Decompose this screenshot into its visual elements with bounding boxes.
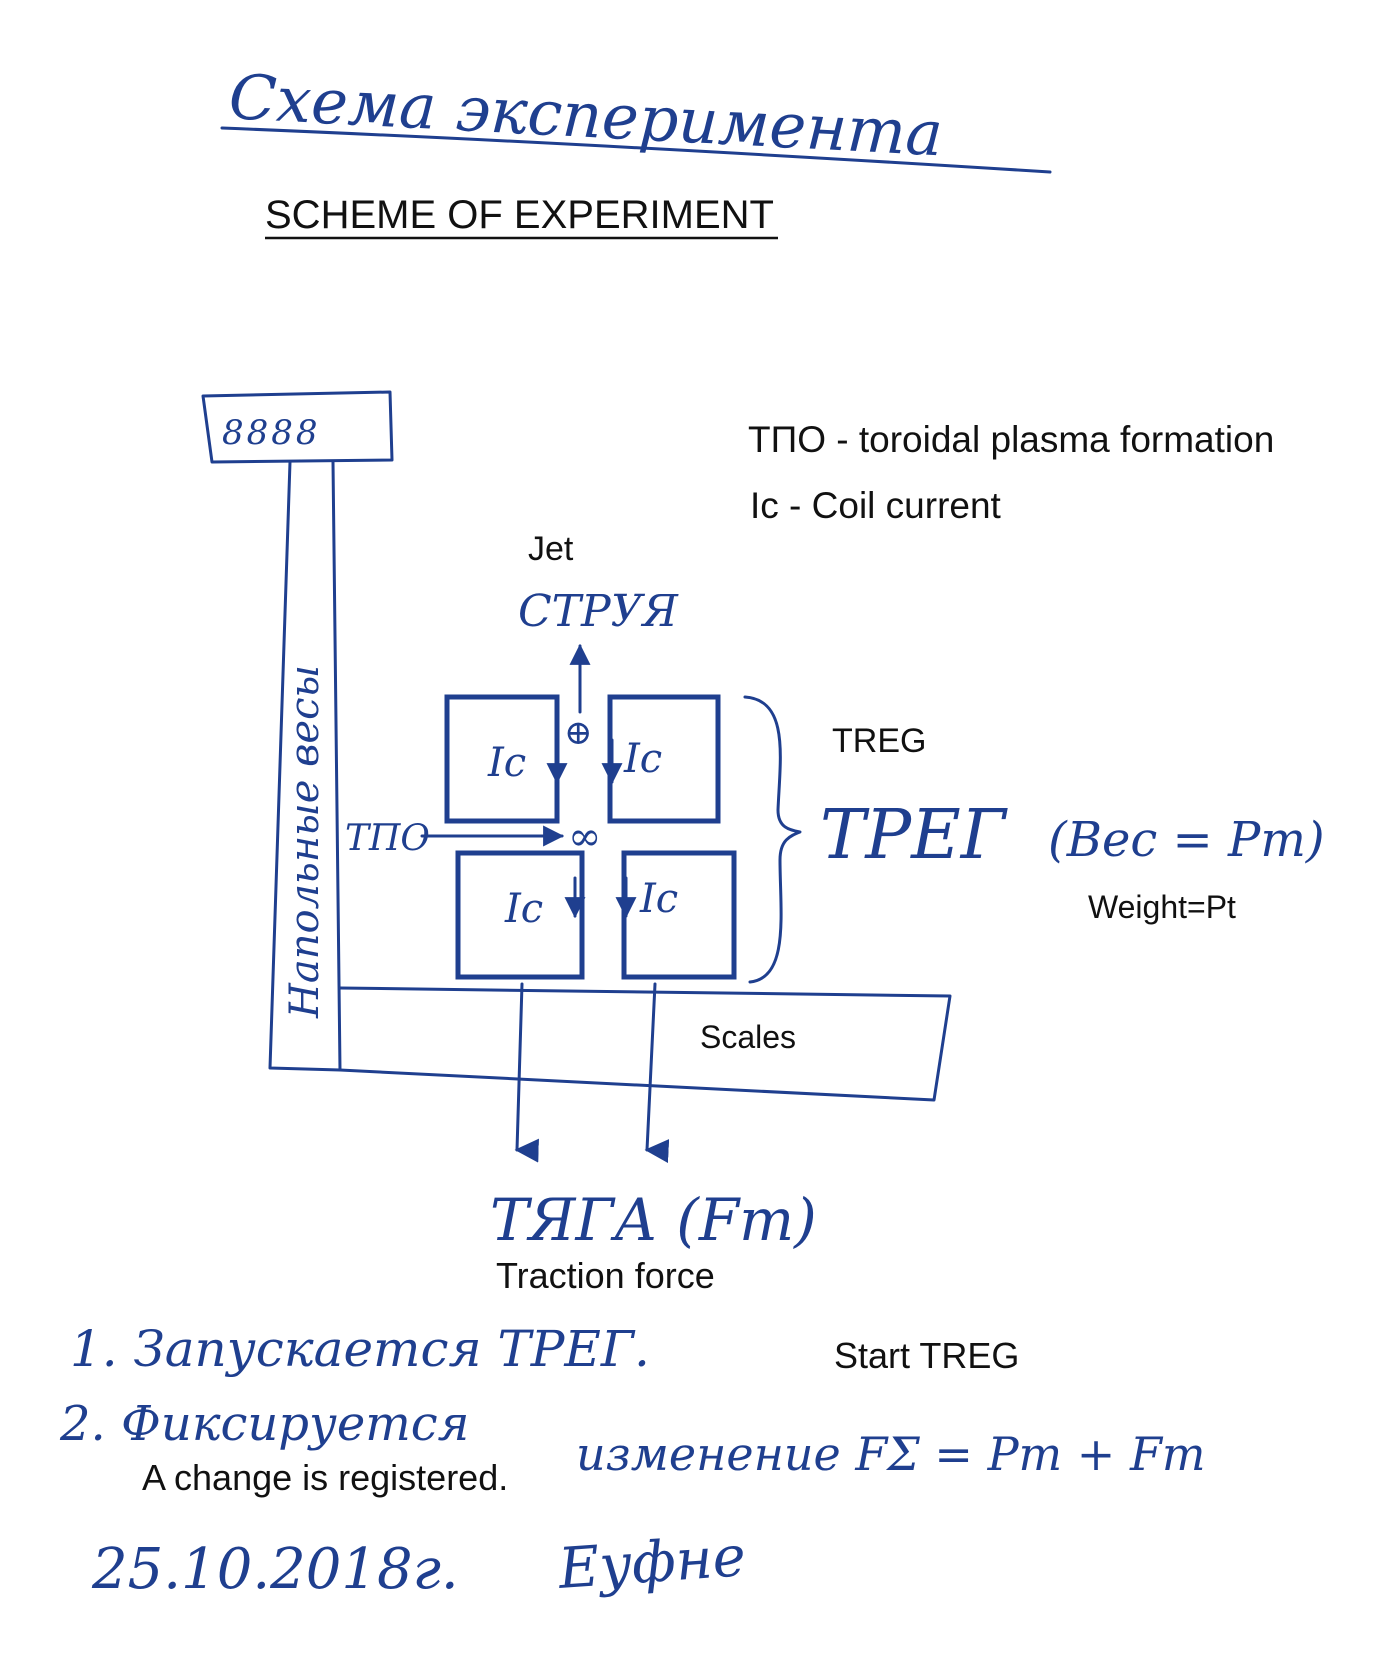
weight-label-english: Weight=Pt xyxy=(1088,889,1236,925)
thrust-label-russian: ТЯГА (Fт) xyxy=(490,1186,817,1254)
step-2-russian-b: изменение FΣ = Рт + Fт xyxy=(576,1427,1206,1481)
step-2-russian-a: 2. Фиксируется xyxy=(59,1396,469,1452)
coil-current-label: Ic xyxy=(504,886,543,932)
date: 25.10.2018г. xyxy=(91,1537,459,1602)
scale-column xyxy=(268,460,342,1072)
step-1-english: Start TREG xyxy=(834,1335,1019,1376)
tpo-label: ТПО xyxy=(345,818,430,859)
coil-top-right xyxy=(607,694,721,824)
signature: Еуфне xyxy=(555,1524,747,1602)
weight-formula: (Вес = Рт) xyxy=(1048,812,1325,868)
traction-arrow-right xyxy=(644,982,670,1164)
step-1-russian: 1. Запускается ТРЕГ. xyxy=(70,1320,650,1378)
plus-symbol: ⊕ xyxy=(564,713,593,753)
title-russian: Схема эксперимента xyxy=(227,60,944,170)
coil-current-label: Ic xyxy=(487,740,526,786)
coil-current-label: Ic xyxy=(639,876,678,922)
title-english: SCHEME OF EXPERIMENT xyxy=(265,193,774,237)
scale-column-label: Напольные весы xyxy=(282,665,328,1019)
infinity-symbol: ∞ xyxy=(568,814,601,860)
traction-arrow-left xyxy=(514,982,539,1163)
treg-label-english: TREG xyxy=(832,722,926,760)
jet-label-russian: СТРУЯ xyxy=(518,586,679,637)
scale-display-digits: 8888 xyxy=(222,413,321,453)
treg-brace xyxy=(743,695,802,984)
jet-label-english: Jet xyxy=(528,530,574,568)
legend-ic: Ic - Coil current xyxy=(750,485,1002,526)
treg-label-russian: ТРЕГ xyxy=(820,796,1008,875)
scale-display xyxy=(201,390,394,464)
scales-label: Scales xyxy=(700,1019,796,1055)
step-2-english: A change is registered. xyxy=(142,1457,508,1498)
legend-tpo: ТПО - toroidal plasma formation xyxy=(748,419,1274,460)
scale-platform xyxy=(338,986,952,1102)
thrust-label-english: Traction force xyxy=(496,1255,715,1296)
coil-current-label: Ic xyxy=(623,736,662,782)
title-underline xyxy=(220,126,1052,174)
